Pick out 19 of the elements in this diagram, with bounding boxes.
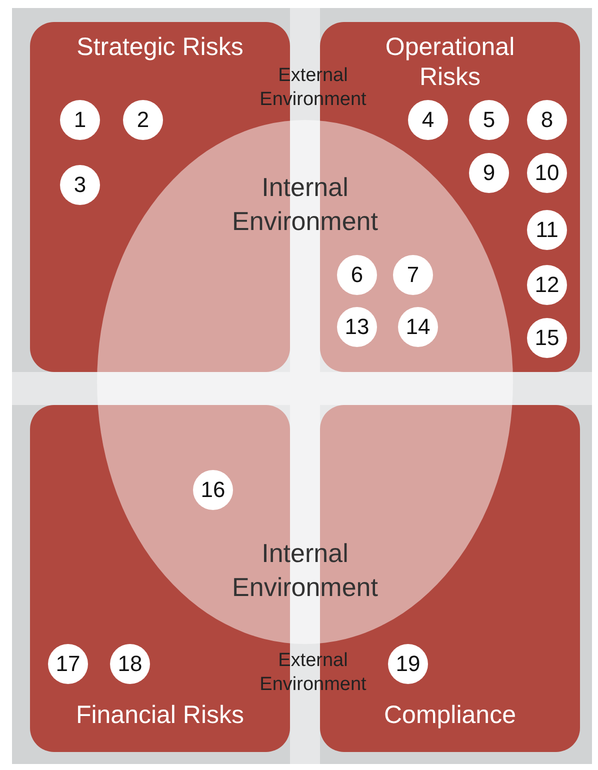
quadrant-title: Compliance	[382, 700, 517, 730]
number-circle: 18	[110, 644, 150, 684]
number-circle: 11	[527, 210, 567, 250]
number-circle: 5	[469, 100, 509, 140]
quadrant-title: Operational Risks	[384, 32, 516, 92]
quadrant-title: Financial Risks	[74, 700, 246, 730]
number-circle: 12	[527, 265, 567, 305]
number-circle: 8	[527, 100, 567, 140]
quadrant-title: Strategic Risks	[76, 32, 244, 62]
number-circle: 1	[60, 100, 100, 140]
number-circle: 15	[527, 318, 567, 358]
number-circle: 10	[527, 153, 567, 193]
number-circle: 17	[48, 644, 88, 684]
number-circle: 3	[60, 165, 100, 205]
number-circle: 2	[123, 100, 163, 140]
ellipse-label: Internal Environment	[231, 537, 379, 604]
ellipse-label: Internal Environment	[231, 171, 379, 238]
number-circle: 19	[388, 644, 428, 684]
number-circle: 4	[408, 100, 448, 140]
